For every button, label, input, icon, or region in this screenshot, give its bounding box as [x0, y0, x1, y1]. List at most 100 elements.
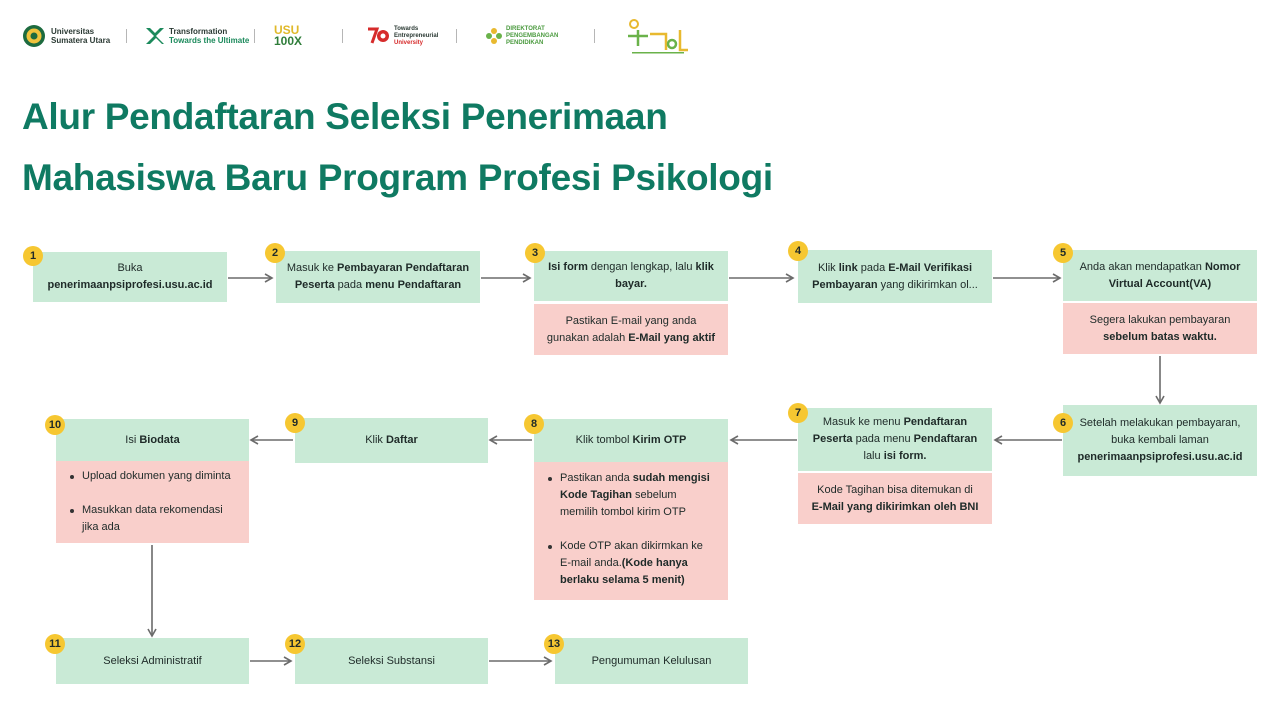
usu70-line1: Towards [394, 25, 419, 32]
step-13-text: Pengumuman Kelulusan [591, 654, 712, 667]
step-7-text-c: pada menu [852, 433, 914, 445]
step-13-box: Pengumuman Kelulusan [555, 638, 748, 684]
usu70-logo: Towards Entrepreneurial University [367, 10, 438, 62]
step-13-badge: 13 [544, 634, 564, 654]
step-3-box: Isi form dengan lengkap, lalu klik bayar… [534, 251, 728, 301]
step-11-badge: 11 [45, 634, 65, 654]
step-7-text-e: lalu [863, 450, 884, 462]
step-7-text-a: Masuk ke menu [822, 416, 904, 428]
step-4-text-b: link [838, 261, 858, 274]
usu-100x-logo: USU 100X [274, 10, 302, 62]
step-10-text-b: Biodata [139, 433, 180, 446]
direktorat-logo: DIREKTORAT PENGEMBANGAN PENDIDIKAN [485, 10, 558, 62]
logo-divider [342, 29, 343, 43]
step-9-box: Klik Daftar [295, 418, 488, 463]
step-4-text-c: pada [857, 261, 889, 274]
step-1-text: Buka [117, 262, 143, 274]
step-10-text-a: Isi [125, 433, 140, 446]
step-11-text: Seleksi Administratif [103, 654, 202, 667]
direktorat-line1: DIREKTORAT [506, 25, 545, 32]
step-8-badge: 8 [524, 414, 544, 434]
step-2-box: Masuk ke Pembayaran Pendaftaran Peserta … [276, 251, 480, 303]
sipil-logo [626, 10, 690, 62]
step-5-box: Anda akan mendapatkan Nomor Virtual Acco… [1063, 250, 1257, 301]
step-3-note: Pastikan E-mail yang anda gunakan adalah… [534, 304, 728, 355]
step-8-note: Pastikan anda sudah mengisi Kode Tagihan… [534, 462, 728, 600]
step-8-box: Klik tombol Kirim OTP [534, 419, 728, 462]
step-10-badge: 10 [45, 415, 65, 435]
step-3-text-b: dengan lengkap, lalu [587, 261, 696, 273]
step-5-note: Segera lakukan pembayaran sebelum batas … [1063, 303, 1257, 354]
step-8-note-list: Pastikan anda sudah mengisi Kode Tagihan… [546, 470, 716, 589]
step-6-badge: 6 [1053, 413, 1073, 433]
step-7-text-b: Pendaftaran Peserta [812, 416, 968, 445]
step-4-text-f: yang dikirimkan ol... [877, 278, 978, 291]
step-5-badge: 5 [1053, 243, 1073, 263]
direktorat-line2: PENGEMBANGAN [506, 32, 559, 39]
step-2-text-a: Masuk ke [286, 262, 338, 274]
step-4-badge: 4 [788, 241, 808, 261]
step-5-note-a: Segera lakukan pembayaran [1089, 313, 1231, 326]
step-12-box: Seleksi Substansi [295, 638, 488, 684]
usu-emblem-icon [23, 25, 45, 47]
usu-logo-line1: Universitas [51, 27, 95, 36]
step-4-text-d: E-Mail Verifikasi [888, 261, 973, 274]
step-10-box: Isi Biodata [56, 419, 249, 461]
step-1-box: Buka penerimaanpsiprofesi.usu.ac.id [33, 252, 227, 302]
step-8-text-a: Klik tombol [575, 434, 633, 446]
step-3-badge: 3 [525, 243, 545, 263]
step-7-box: Masuk ke menu Pendaftaran Peserta pada m… [798, 408, 992, 471]
step-4-text-a: Klik [817, 261, 839, 274]
step-8-text-b: Kirim OTP [632, 434, 687, 446]
step-7-text-d: Pendaftaran [913, 433, 978, 445]
logo-divider [254, 29, 255, 43]
page-title-line1: Alur Pendaftaran Seleksi Penerimaan [22, 96, 668, 137]
step-7-badge: 7 [788, 403, 808, 423]
usu-100x-line2: 100X [274, 34, 303, 48]
step-12-text: Seleksi Substansi [348, 654, 435, 667]
step-11-box: Seleksi Administratif [56, 638, 249, 684]
usu-logo: Universitas Sumatera Utara [22, 10, 110, 62]
usu70-line3: University [394, 39, 424, 46]
step-2-text-c: pada [334, 279, 366, 291]
logo-divider [456, 29, 457, 43]
logo-divider [594, 29, 595, 43]
step-7-note-a: Kode Tagihan bisa ditemukan di [817, 483, 973, 496]
step-8-note-item: Kode OTP akan dikirmkan ke E-mail anda.(… [546, 538, 716, 589]
step-2-text-b: Pembayaran Pendaftaran Peserta [294, 262, 470, 291]
step-3-text-c: klik bayar. [615, 261, 714, 290]
transformation-line2: Towards the Ultimate [169, 36, 250, 45]
step-9-badge: 9 [285, 413, 305, 433]
step-7-note-b: E-Mail yang dikirimkan oleh BNI [811, 500, 979, 513]
usu70-line2: Entrepreneurial [394, 32, 439, 39]
step-8-note-item: Pastikan anda sudah mengisi Kode Tagihan… [546, 470, 716, 521]
step-2-badge: 2 [265, 243, 285, 263]
step-6-text-a: Setelah melakukan pembayaran, buka kemba… [1079, 417, 1241, 446]
usu70-emblem-icon [368, 27, 389, 44]
step-10-note-item: Masukkan data rekomendasi jika ada [68, 502, 237, 536]
step-9-text-a: Klik [365, 434, 386, 446]
direktorat-line3: PENDIDIKAN [506, 39, 544, 46]
sipil-emblem-icon [628, 19, 688, 54]
step-3-note-a: Pastikan E-mail yang anda gunakan adalah [546, 314, 697, 344]
step-10-note-item: Upload dokumen yang diminta [68, 468, 237, 485]
step-3-note-b: E-Mail yang aktif [628, 331, 716, 344]
step-6-box: Setelah melakukan pembayaran, buka kemba… [1063, 405, 1257, 476]
step-9-text-b: Daftar [385, 434, 418, 446]
step-5-text-a: Anda akan mendapatkan [1079, 260, 1205, 273]
step-1-badge: 1 [23, 246, 43, 266]
usu-logo-line2: Sumatera Utara [51, 36, 111, 45]
step-6-url: penerimaanpsiprofesi.usu.ac.id [1077, 451, 1243, 463]
step-7-text-f: isi form. [883, 450, 927, 462]
step-1-url: penerimaanpsiprofesi.usu.ac.id [47, 279, 213, 291]
transformation-x-icon [146, 28, 164, 44]
logo-divider [126, 29, 127, 43]
header-logos: Universitas Sumatera Utara Transformatio… [22, 10, 742, 62]
step-5-note-b: sebelum batas waktu. [1103, 330, 1217, 343]
step-5-text-b: Nomor Virtual Account(VA) [1108, 260, 1241, 290]
step-7-note: Kode Tagihan bisa ditemukan di E-Mail ya… [798, 473, 992, 524]
step-2-text-d: menu Pendaftaran [365, 279, 462, 291]
step-4-text-e: Pembayaran [812, 278, 878, 291]
direktorat-flower-icon [486, 28, 502, 44]
